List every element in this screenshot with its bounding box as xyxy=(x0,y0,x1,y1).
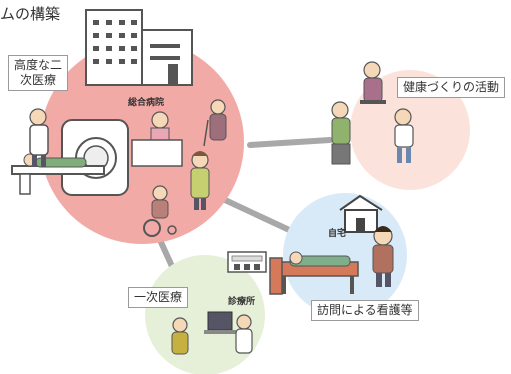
connector-community xyxy=(247,137,333,148)
wheelchair-patient xyxy=(143,185,177,237)
reception-desk-illustration xyxy=(131,111,183,167)
primary-care-label: 一次医療 xyxy=(128,287,189,308)
doctor-figure xyxy=(29,108,49,167)
home-nurse-figure xyxy=(372,226,394,287)
health-activity-label: 健康づくりの活動 xyxy=(397,77,506,98)
home-house-icon xyxy=(339,194,383,233)
home-label: 自宅 xyxy=(328,229,347,239)
health-activity-people xyxy=(331,61,414,165)
home-bed-patient xyxy=(269,251,359,295)
connector-home xyxy=(222,197,303,238)
clinic-circle xyxy=(145,255,265,374)
page-heading: ムの構築 xyxy=(0,5,61,23)
visiting-nursing-label: 訪問による看護等 xyxy=(311,300,419,321)
hospital-building-icon xyxy=(85,9,193,86)
clinic-building-icon xyxy=(227,251,267,273)
tertiary-care-label: 高度な二次医療 xyxy=(8,55,68,91)
nurse-figure xyxy=(190,151,210,210)
elderly-person-with-cane xyxy=(203,99,227,147)
clinic-label: 診療所 xyxy=(228,297,256,307)
general-hospital-label: 総合病院 xyxy=(128,98,165,108)
ct-scanner-illustration xyxy=(11,119,129,196)
clinic-consultation-scene xyxy=(171,311,253,355)
